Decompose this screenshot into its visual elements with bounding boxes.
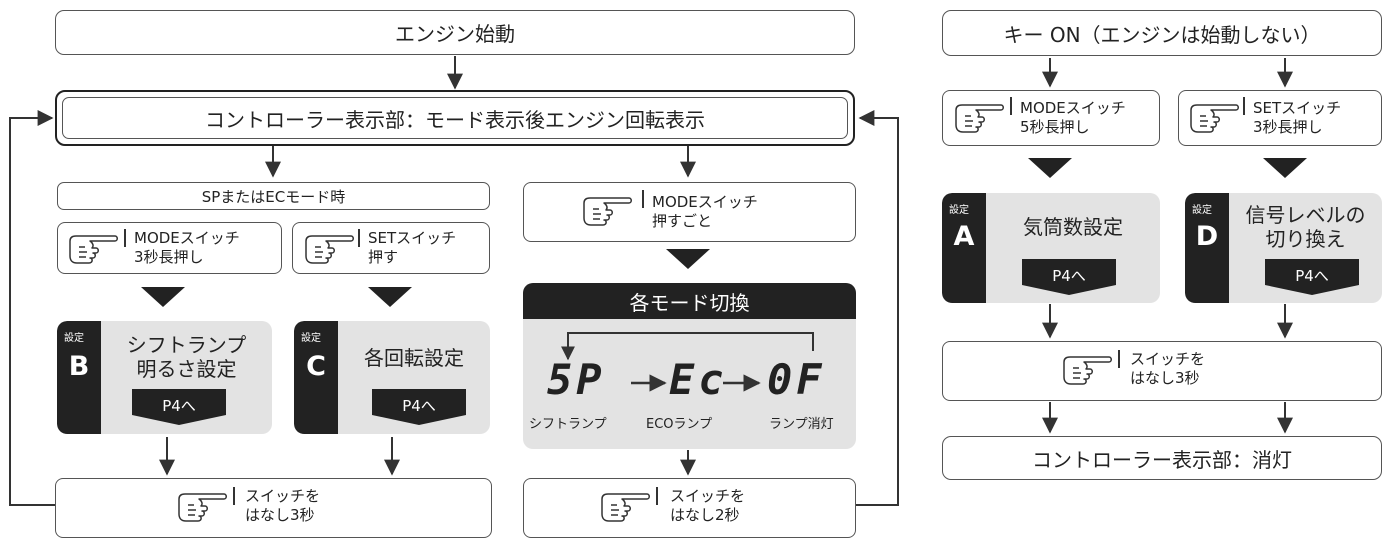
switch-action-text: スイッチをはなし3秒: [245, 487, 320, 525]
setting-b-panel: 設定 B シフトランプ 明るさ設定 P4へ: [57, 321, 272, 434]
hand-box-mode-each: [523, 182, 856, 242]
switch-action-line: 5秒長押し: [1020, 118, 1090, 136]
engine-start-box: エンジン始動: [55, 10, 855, 55]
setting-letter: C: [306, 351, 326, 382]
seg-display-of: 0F: [767, 355, 826, 404]
setting-letter: A: [953, 221, 975, 252]
seg-display-ec: Ec: [669, 355, 728, 404]
switch-action-line: 3秒長押し: [1253, 118, 1323, 136]
setting-title-line-2: 明るさ設定: [136, 357, 237, 381]
switch-action-line: はなし2秒: [670, 506, 740, 524]
key-on-box: キー ON（エンジンは始動しない）: [942, 10, 1382, 56]
setting-tag: 設定: [301, 333, 321, 344]
setting-tag: 設定: [1192, 205, 1212, 216]
page-ref-text: P4へ: [402, 397, 436, 415]
mode-switch-panel: 各モード切換 5P Ec 0F シフトランプ ECOランプ ランプ消灯: [523, 283, 856, 449]
controller-display-box: コントローラー表示部：モード表示後エンジン回転表示: [55, 90, 855, 146]
down-triangle-icon: [1263, 158, 1307, 178]
down-triangle-icon: [368, 287, 412, 307]
page-ref-badge: P4へ: [1022, 259, 1116, 295]
mode-cycle-connector: [561, 332, 814, 392]
controller-display-label: コントローラー表示部：モード表示後エンジン回転表示: [62, 97, 848, 139]
switch-action-line: 3秒長押し: [134, 248, 204, 266]
switch-bar-mark: [1118, 350, 1120, 368]
setting-c-panel: 設定 C 各回転設定 P4へ: [294, 321, 490, 434]
flow-connectors: [9, 56, 1293, 506]
setting-letter: D: [1195, 221, 1219, 252]
switch-action-line: はなし3秒: [1130, 369, 1200, 387]
switch-bar-mark: [1010, 97, 1012, 115]
switch-action-line: MODEスイッチ: [1020, 99, 1126, 117]
switch-action-line: MODEスイッチ: [652, 193, 758, 211]
setting-title: 気筒数設定: [1023, 215, 1123, 239]
setting-d-panel: 設定 D 信号レベルの 切り換え P4へ: [1185, 193, 1382, 303]
setting-title-line-2: 切り換え: [1265, 227, 1346, 251]
switch-action-text: MODEスイッチ押すごと: [652, 193, 758, 231]
mode-label-eco-lamp: ECOランプ: [646, 417, 713, 432]
switch-bar-mark: [233, 487, 235, 505]
mode-label-shift-lamp: シフトランプ: [529, 417, 607, 432]
page-ref-text: P4へ: [162, 397, 196, 415]
switch-action-line: スイッチを: [670, 487, 746, 505]
switch-bar-mark: [656, 487, 658, 505]
mode-label-lamp-off: ランプ消灯: [769, 417, 834, 432]
switch-action-line: スイッチを: [1130, 350, 1206, 368]
mode-switch-header: 各モード切換: [523, 283, 856, 319]
page-ref-text: P4へ: [1052, 267, 1086, 285]
down-triangle-icon: [141, 287, 185, 307]
switch-action-line: はなし3秒: [245, 506, 315, 524]
switch-action-text: SETスイッチ押す: [368, 229, 456, 267]
page-ref-badge: P4へ: [1265, 259, 1359, 295]
setting-tag: 設定: [949, 205, 969, 216]
hand-box-release-3s-b: [942, 341, 1382, 401]
page-ref-badge: P4へ: [132, 389, 226, 425]
seg-display-sp: 5P: [547, 355, 606, 404]
switch-action-line: SETスイッチ: [368, 229, 457, 247]
page-ref-badge: P4へ: [372, 389, 466, 425]
switch-bar-mark: [358, 229, 360, 247]
switch-bar-mark: [1243, 97, 1245, 115]
setting-title-line-1: 信号レベルの: [1245, 203, 1366, 227]
switch-action-text: スイッチをはなし3秒: [1130, 350, 1205, 388]
switch-action-text: スイッチをはなし2秒: [670, 487, 745, 525]
setting-a-panel: 設定 A 気筒数設定 P4へ: [942, 193, 1160, 303]
setting-title: 各回転設定: [364, 346, 464, 370]
switch-bar-mark: [642, 190, 644, 208]
switch-bar-mark: [124, 229, 126, 247]
sp-ec-mode-box: SPまたはECモード時: [57, 182, 490, 210]
setting-tag: 設定: [64, 333, 84, 344]
switch-action-line: 押すごと: [652, 212, 713, 230]
page-ref-text: P4へ: [1295, 267, 1329, 285]
down-triangle-icon: [666, 249, 710, 269]
setting-title-line-1: シフトランプ: [126, 333, 247, 357]
down-triangle-icon: [1028, 158, 1072, 178]
switch-action-line: SETスイッチ: [1253, 99, 1342, 117]
mode-switch-title: 各モード切換: [629, 290, 750, 315]
switch-action-line: 押す: [368, 248, 399, 266]
setting-letter: B: [68, 351, 90, 382]
switch-action-line: MODEスイッチ: [134, 229, 240, 247]
switch-action-line: スイッチを: [245, 487, 321, 505]
controller-off-box: コントローラー表示部：消灯: [942, 436, 1382, 480]
